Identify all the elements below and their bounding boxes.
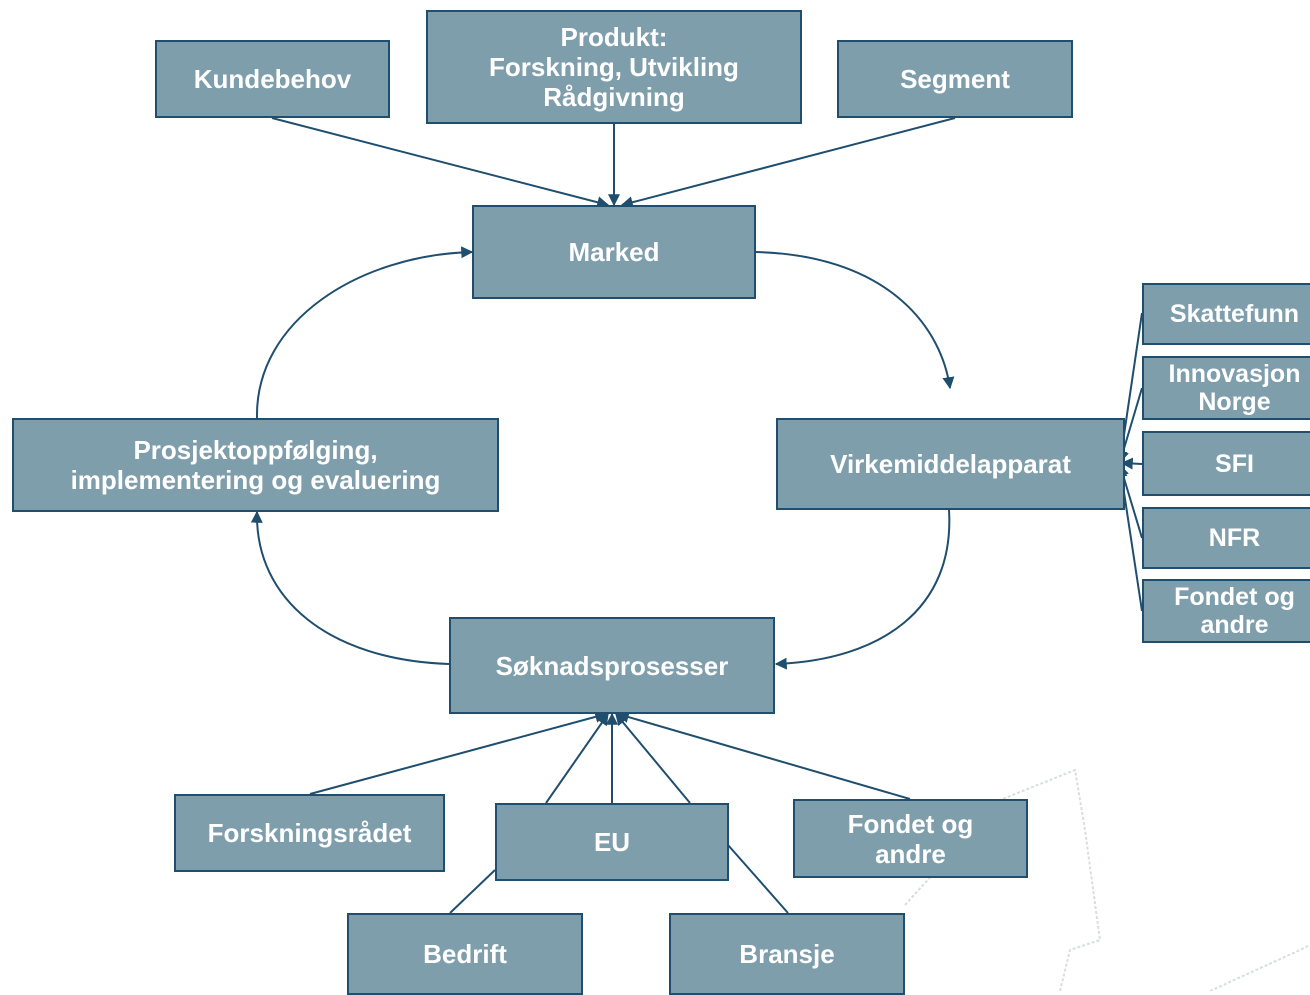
skattefunn-label: Skattefunn	[1169, 300, 1300, 328]
forskningsradet-box: Forskningsrådet	[174, 794, 445, 872]
fondet-instrument-label-line1: Fondet og	[1174, 583, 1295, 611]
arrow-virkemiddel-soknad	[774, 509, 951, 670]
sfi-box: SFI	[1142, 431, 1310, 496]
innovasjon-norge-label-line1: Innovasjon	[1168, 360, 1301, 388]
fondet-source-label-line1: Fondet og	[847, 808, 974, 839]
arrow-segment-marked	[620, 117, 956, 209]
fondet-source-label-line2: andre	[875, 838, 946, 869]
marked-label: Marked	[568, 237, 660, 267]
innovasjon-norge-label-line2: Norge	[1198, 388, 1271, 416]
produkt-label-line2: Forskning, Utvikling	[489, 52, 739, 82]
line-bransje-eu	[727, 844, 789, 914]
forskningsradet-label: Forskningsrådet	[207, 818, 412, 848]
arrow-eu-left-soknad	[545, 713, 609, 804]
arrow-soknad-prosjekt	[250, 510, 450, 665]
innovasjon-norge-box: Innovasjon Norge	[1142, 356, 1310, 420]
prosjektoppfolging-box: Prosjektoppfølging, implementering og ev…	[12, 418, 499, 512]
fondet-source-box: Fondet og andre	[793, 799, 1028, 878]
arrow-kundebehov-marked	[271, 117, 610, 209]
soknadsprosesser-label: Søknadsprosesser	[495, 650, 729, 681]
fondet-instrument-label-line2: andre	[1200, 611, 1269, 639]
prosjektoppfolging-label-line1: Prosjektoppfølging,	[133, 435, 378, 465]
virkemiddelapparat-label: Virkemiddelapparat	[830, 449, 1071, 479]
arrow-sfi-virkemiddel	[1120, 457, 1143, 470]
arrow-eu-right-soknad	[615, 713, 691, 804]
segment-box: Segment	[837, 40, 1073, 118]
virkemiddelapparat-box: Virkemiddelapparat	[776, 418, 1125, 510]
prosjektoppfolging-label-line2: implementering og evaluering	[70, 465, 441, 495]
eu-box: EU	[495, 803, 729, 881]
fondet-instrument-box: Fondet og andre	[1142, 579, 1310, 643]
nfr-box: NFR	[1142, 507, 1310, 569]
arrow-fondet-soknad	[616, 711, 911, 800]
produkt-box: Produkt: Forskning, Utvikling Rådgivning	[426, 10, 802, 124]
produkt-label-line3: Rådgivning	[543, 82, 685, 112]
arrow-forskningsradet-soknad	[309, 711, 608, 795]
bransje-label: Bransje	[739, 939, 835, 969]
soknadsprosesser-box: Søknadsprosesser	[449, 617, 775, 714]
bransje-box: Bransje	[669, 913, 905, 995]
arrow-prosjekt-marked	[255, 246, 474, 419]
eu-label: EU	[593, 827, 631, 857]
nfr-label: NFR	[1208, 524, 1261, 552]
produkt-label-line1: Produkt:	[560, 22, 668, 52]
bedrift-box: Bedrift	[347, 913, 583, 995]
marked-box: Marked	[472, 205, 756, 299]
segment-label: Segment	[900, 64, 1010, 94]
bedrift-label: Bedrift	[423, 939, 507, 969]
line-bedrift-eu	[449, 869, 496, 914]
kundebehov-box: Kundebehov	[155, 40, 390, 118]
arrow-marked-virkemiddel	[755, 251, 955, 390]
sfi-label: SFI	[1215, 449, 1254, 478]
skattefunn-box: Skattefunn	[1142, 283, 1310, 345]
kundebehov-label: Kundebehov	[193, 64, 352, 94]
